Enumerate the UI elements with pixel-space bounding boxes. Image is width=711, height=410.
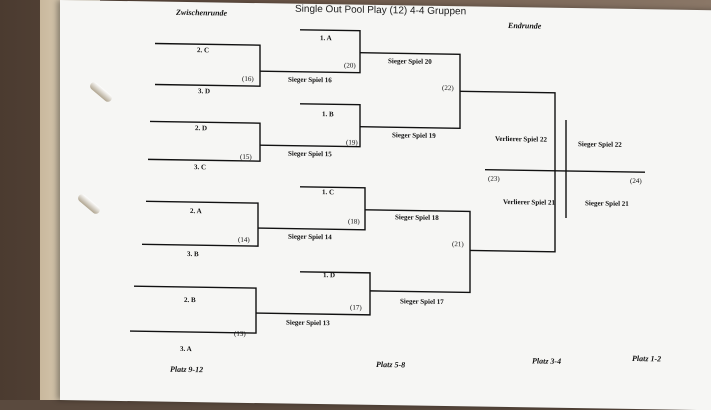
entry-3b: 3. B — [187, 250, 199, 258]
line-final-center — [485, 168, 645, 173]
bracket-lines — [130, 29, 645, 334]
place-labels: Platz 9-12 Platz 5-8 Platz 3-4 Platz 1-2 — [170, 354, 661, 375]
line-game-18 — [258, 186, 366, 231]
game-24: (24) — [630, 177, 642, 185]
line-game-20 — [260, 29, 361, 74]
label-sieger-20: Sieger Spiel 20 — [388, 57, 432, 66]
game-numbers: (16) (15) (14) (13) (20) (19) (18) (17) … — [234, 61, 642, 338]
place-9-12: Platz 9-12 — [170, 365, 203, 375]
section-zwischenrunde: Zwischenrunde — [175, 8, 228, 18]
game-15: (15) — [240, 153, 252, 161]
entry-2b: 2. B — [184, 296, 196, 304]
entry-3d: 3. D — [198, 87, 210, 95]
entry-2a: 2. A — [190, 207, 202, 215]
entry-1b: 1. B — [322, 110, 334, 118]
entry-2d: 2. D — [195, 124, 207, 132]
game-21: (21) — [452, 240, 464, 248]
label-verlierer-21: Verlierer Spiel 21 — [503, 198, 555, 207]
game-23: (23) — [488, 175, 500, 183]
page-title: Single Out Pool Play (12) 4-4 Gruppen — [295, 4, 466, 18]
winner-labels: Sieger Spiel 16 Sieger Spiel 15 Sieger S… — [286, 57, 629, 328]
label-sieger-14: Sieger Spiel 14 — [288, 233, 332, 242]
label-sieger-19: Sieger Spiel 19 — [392, 131, 436, 140]
line-game-16 — [155, 42, 261, 87]
game-19: (19) — [346, 138, 358, 146]
line-final-upper — [460, 90, 556, 253]
entry-3a: 3. A — [180, 345, 192, 353]
place-5-8: Platz 5-8 — [376, 360, 405, 369]
game-20: (20) — [344, 61, 356, 69]
place-1-2: Platz 1-2 — [632, 354, 661, 363]
entry-1c: 1. C — [322, 188, 334, 196]
place-3-4: Platz 3-4 — [532, 356, 561, 365]
bracket-drawing: Single Out Pool Play (12) 4-4 Gruppen Zw… — [130, 4, 661, 375]
line-game-19 — [260, 103, 361, 148]
entry-1a: 1. A — [320, 34, 332, 42]
label-sieger-22: Sieger Spiel 22 — [578, 140, 622, 149]
game-13: (13) — [234, 330, 246, 338]
section-endrunde: Endrunde — [507, 21, 542, 31]
game-14: (14) — [238, 236, 250, 244]
label-sieger-18: Sieger Spiel 18 — [395, 213, 439, 222]
line-game-13 — [130, 285, 257, 334]
line-game-17 — [256, 271, 371, 316]
game-22: (22) — [442, 84, 454, 92]
label-sieger-21: Sieger Spiel 21 — [585, 199, 629, 208]
entry-labels: 2. C 3. D 2. D 3. C 2. A 3. B 2. B 3. A … — [180, 34, 335, 353]
line-game-21 — [365, 209, 471, 294]
entry-3c: 3. C — [194, 163, 206, 171]
bracket-sheet: Single Out Pool Play (12) 4-4 Gruppen Zw… — [60, 0, 711, 410]
game-17: (17) — [350, 304, 362, 312]
entry-2c: 2. C — [197, 46, 209, 54]
line-game-15 — [148, 120, 261, 162]
label-sieger-15: Sieger Spiel 15 — [288, 150, 332, 159]
label-sieger-13: Sieger Spiel 13 — [286, 319, 330, 328]
game-16: (16) — [242, 75, 254, 83]
line-game-14 — [142, 200, 259, 247]
game-18: (18) — [348, 218, 360, 226]
label-sieger-16: Sieger Spiel 16 — [288, 76, 332, 85]
entry-1d: 1. D — [323, 271, 335, 279]
label-verlierer-22: Verlierer Spiel 22 — [495, 135, 547, 144]
label-sieger-17: Sieger Spiel 17 — [400, 297, 444, 306]
